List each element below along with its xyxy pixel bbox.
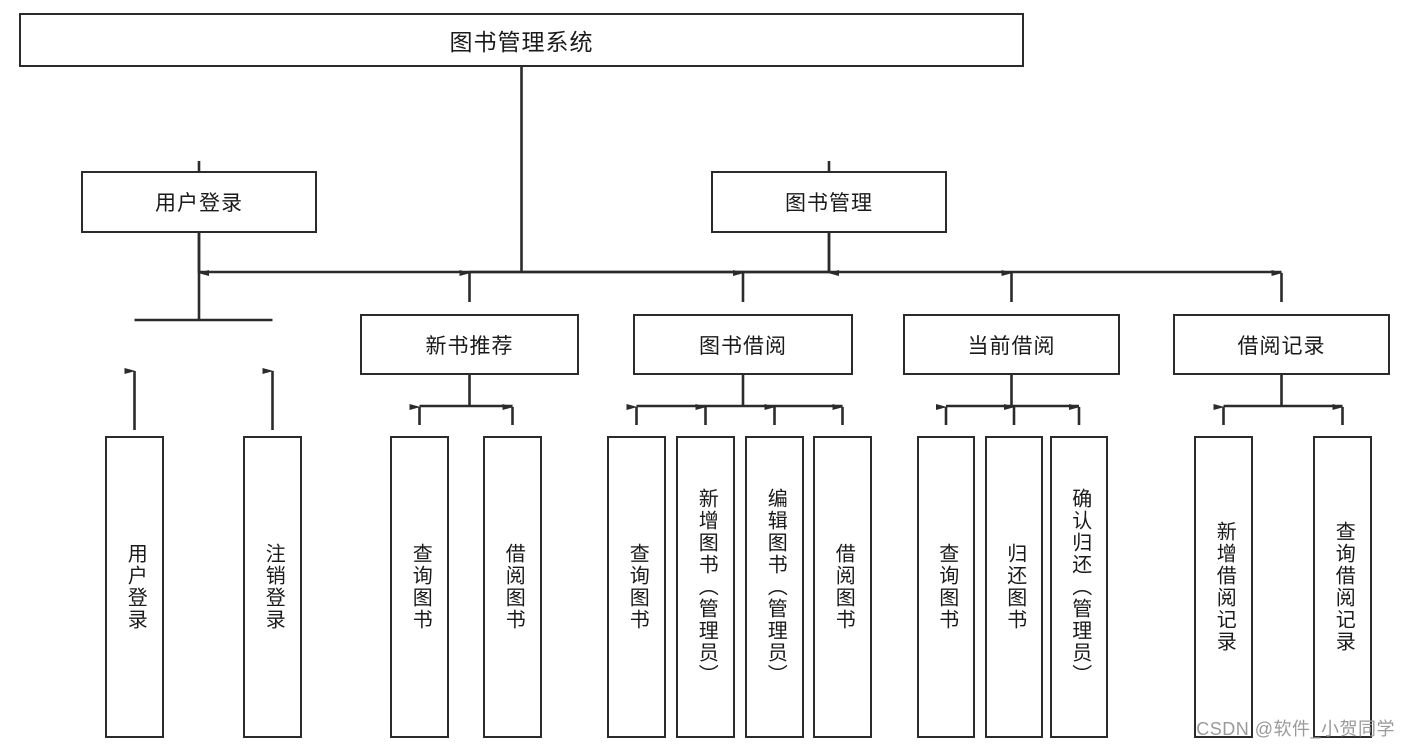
- node-leaf-borrow-book[interactable]: 借阅图书: [813, 436, 872, 738]
- node-leaf-query-book-borrow[interactable]: 查询图书: [607, 436, 666, 738]
- node-leaf-query-book-recommend[interactable]: 查询图书: [390, 436, 449, 738]
- node-root-label: 图书管理系统: [449, 29, 594, 55]
- node-user-login-label: 用户登录: [155, 192, 243, 215]
- node-book-manage-label: 图书管理: [785, 192, 873, 215]
- node-leaf-confirm-return-admin-label: 确认归还（管理员）: [1068, 488, 1091, 686]
- node-leaf-borrow-book-recommend-label: 借阅图书: [502, 543, 525, 631]
- node-leaf-edit-book-admin[interactable]: 编辑图书（管理员）: [745, 436, 804, 738]
- node-leaf-query-borrow-record-label: 查询借阅记录: [1332, 521, 1355, 653]
- node-current-borrow-label: 当前借阅: [967, 334, 1056, 358]
- node-new-book-recommend[interactable]: 新书推荐: [360, 314, 579, 375]
- node-leaf-confirm-return-admin[interactable]: 确认归还（管理员）: [1050, 436, 1108, 738]
- node-leaf-user-login[interactable]: 用户登录: [105, 436, 164, 738]
- node-leaf-user-login-label: 用户登录: [124, 543, 147, 631]
- node-leaf-logout-login-label: 注销登录: [262, 543, 285, 631]
- node-leaf-add-borrow-record[interactable]: 新增借阅记录: [1194, 436, 1253, 738]
- node-leaf-add-book-admin-label: 新增图书（管理员）: [695, 488, 718, 686]
- node-book-manage[interactable]: 图书管理: [711, 171, 947, 233]
- node-book-borrow-label: 图书借阅: [699, 334, 787, 358]
- node-book-borrow[interactable]: 图书借阅: [633, 314, 853, 375]
- node-new-book-recommend-label: 新书推荐: [425, 334, 514, 358]
- node-leaf-query-borrow-record[interactable]: 查询借阅记录: [1313, 436, 1372, 738]
- node-user-login[interactable]: 用户登录: [81, 171, 317, 233]
- node-leaf-query-book-current-label: 查询图书: [935, 543, 958, 631]
- node-leaf-query-book-current[interactable]: 查询图书: [917, 436, 975, 738]
- node-leaf-return-book[interactable]: 归还图书: [985, 436, 1043, 738]
- node-leaf-borrow-book-label: 借阅图书: [832, 543, 855, 631]
- node-leaf-query-book-borrow-label: 查询图书: [626, 543, 649, 631]
- node-borrow-record[interactable]: 借阅记录: [1173, 314, 1390, 375]
- node-current-borrow[interactable]: 当前借阅: [903, 314, 1120, 375]
- node-leaf-borrow-book-recommend[interactable]: 借阅图书: [483, 436, 542, 738]
- node-root[interactable]: 图书管理系统: [19, 13, 1024, 67]
- node-borrow-record-label: 借阅记录: [1237, 334, 1326, 358]
- node-leaf-query-book-recommend-label: 查询图书: [409, 543, 432, 631]
- node-leaf-edit-book-admin-label: 编辑图书（管理员）: [764, 488, 787, 686]
- node-leaf-logout-login[interactable]: 注销登录: [243, 436, 302, 738]
- node-leaf-add-borrow-record-label: 新增借阅记录: [1213, 521, 1236, 653]
- node-leaf-return-book-label: 归还图书: [1003, 543, 1026, 631]
- node-leaf-add-book-admin[interactable]: 新增图书（管理员）: [676, 436, 735, 738]
